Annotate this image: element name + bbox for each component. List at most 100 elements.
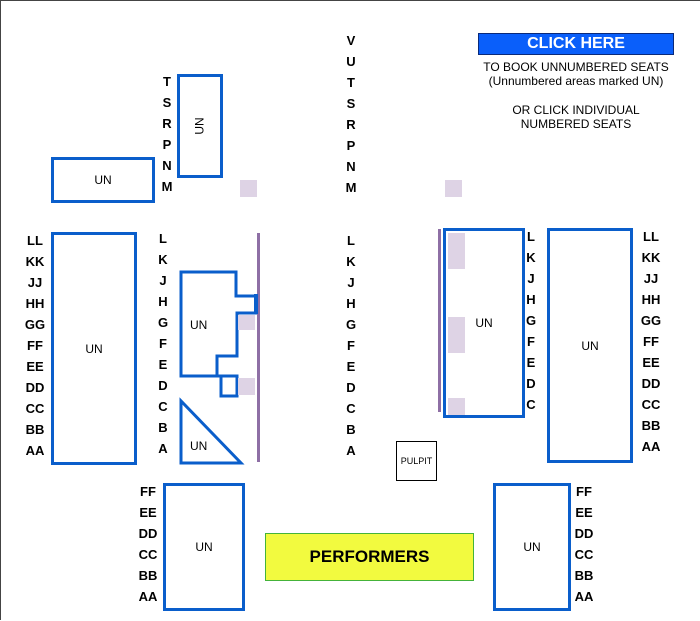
row-label: L — [159, 231, 167, 246]
row-label: B — [158, 420, 168, 435]
row-label: V — [346, 33, 356, 48]
row-label: CC — [25, 401, 45, 416]
seat[interactable] — [448, 233, 465, 269]
row-label: CC — [138, 547, 158, 562]
un-area-left-block[interactable]: UN — [51, 232, 137, 465]
aisle-divider-right — [438, 229, 441, 412]
row-label: FF — [27, 338, 43, 353]
row-label: F — [347, 338, 355, 353]
row-label: AA — [25, 443, 45, 458]
row-label: DD — [574, 526, 594, 541]
row-label: KK — [641, 250, 661, 265]
row-label: U — [346, 54, 356, 69]
row-label: DD — [25, 380, 45, 395]
row-label: R — [346, 117, 356, 132]
row-label: L — [527, 229, 535, 244]
row-label: E — [526, 355, 536, 370]
row-label: F — [159, 336, 167, 351]
un-area-upper-wide[interactable]: UN — [51, 157, 155, 203]
un-area-label: UN — [523, 540, 541, 554]
row-label: K — [346, 254, 356, 269]
row-label: CC — [641, 397, 661, 412]
seat[interactable] — [448, 398, 465, 415]
stepped-edge-accent — [254, 294, 258, 314]
un-area-label: UN — [475, 316, 493, 330]
row-label: BB — [25, 422, 45, 437]
row-label: GG — [640, 313, 662, 328]
un-area-right-block[interactable]: UN — [547, 228, 633, 463]
un-area-stepped[interactable] — [179, 270, 259, 398]
row-label: S — [162, 95, 172, 110]
row-label: A — [158, 441, 168, 456]
row-label: HH — [25, 296, 45, 311]
row-label: FF — [140, 484, 156, 499]
row-label: BB — [574, 568, 594, 583]
row-label: BB — [138, 568, 158, 583]
row-label: J — [527, 271, 535, 286]
un-area-label: UN — [94, 173, 112, 187]
un-area-front-right[interactable]: UN — [493, 483, 571, 611]
row-label: EE — [642, 355, 660, 370]
row-label: D — [346, 380, 356, 395]
row-label: LL — [27, 233, 43, 248]
un-area-triangle-label: UN — [190, 439, 208, 453]
row-label: KK — [25, 254, 45, 269]
row-label: H — [526, 292, 536, 307]
row-label: JJ — [27, 275, 43, 290]
un-area-upper-tall[interactable]: UN — [177, 74, 223, 178]
performers-stage: PERFORMERS — [265, 533, 474, 581]
row-label: J — [347, 275, 355, 290]
row-label: J — [159, 273, 167, 288]
row-label: R — [162, 116, 172, 131]
booking-note-1: TO BOOK UNNUMBERED SEATS — [483, 60, 669, 74]
row-label: FF — [643, 334, 659, 349]
aisle-divider-left — [257, 233, 260, 462]
row-label: K — [158, 252, 168, 267]
row-label: DD — [641, 376, 661, 391]
row-label: AA — [641, 439, 661, 454]
un-area-stepped-label: UN — [190, 318, 208, 332]
row-label: B — [346, 422, 356, 437]
un-area-label: UN — [581, 338, 599, 353]
row-label: H — [346, 296, 356, 311]
row-label: E — [346, 359, 356, 374]
seat[interactable] — [238, 378, 255, 395]
un-area-triangle[interactable] — [179, 397, 245, 465]
row-label: EE — [26, 359, 44, 374]
row-label: AA — [574, 589, 594, 604]
row-label: E — [158, 357, 168, 372]
booking-note-4: NUMBERED SEATS — [520, 117, 632, 131]
row-label: D — [526, 376, 536, 391]
row-label: EE — [139, 505, 157, 520]
seat[interactable] — [448, 317, 465, 353]
un-area-label: UN — [195, 540, 213, 554]
seat[interactable] — [240, 180, 257, 197]
row-label: P — [162, 137, 172, 152]
row-label: GG — [24, 317, 46, 332]
row-label: BB — [641, 418, 661, 433]
row-label: H — [158, 294, 168, 309]
seat[interactable] — [238, 315, 255, 330]
row-label: CC — [574, 547, 594, 562]
row-label: L — [347, 233, 355, 248]
row-label: G — [345, 317, 357, 332]
pulpit: PULPIT — [396, 441, 437, 481]
row-label: C — [346, 401, 356, 416]
row-label: D — [158, 378, 168, 393]
row-label: HH — [641, 292, 661, 307]
row-label: JJ — [643, 271, 659, 286]
row-label: C — [158, 399, 168, 414]
booking-note-3: OR CLICK INDIVIDUAL — [512, 103, 640, 117]
row-label: FF — [576, 484, 592, 499]
un-area-right-inner[interactable]: UN — [443, 228, 525, 418]
row-label: G — [157, 315, 169, 330]
row-label: AA — [138, 589, 158, 604]
row-label: M — [345, 180, 357, 195]
un-area-label: UN — [85, 341, 103, 356]
row-label: DD — [138, 526, 158, 541]
un-area-front-left[interactable]: UN — [163, 483, 245, 611]
row-label: K — [526, 250, 536, 265]
click-here-button[interactable]: CLICK HERE — [478, 33, 674, 55]
seat[interactable] — [445, 180, 462, 197]
